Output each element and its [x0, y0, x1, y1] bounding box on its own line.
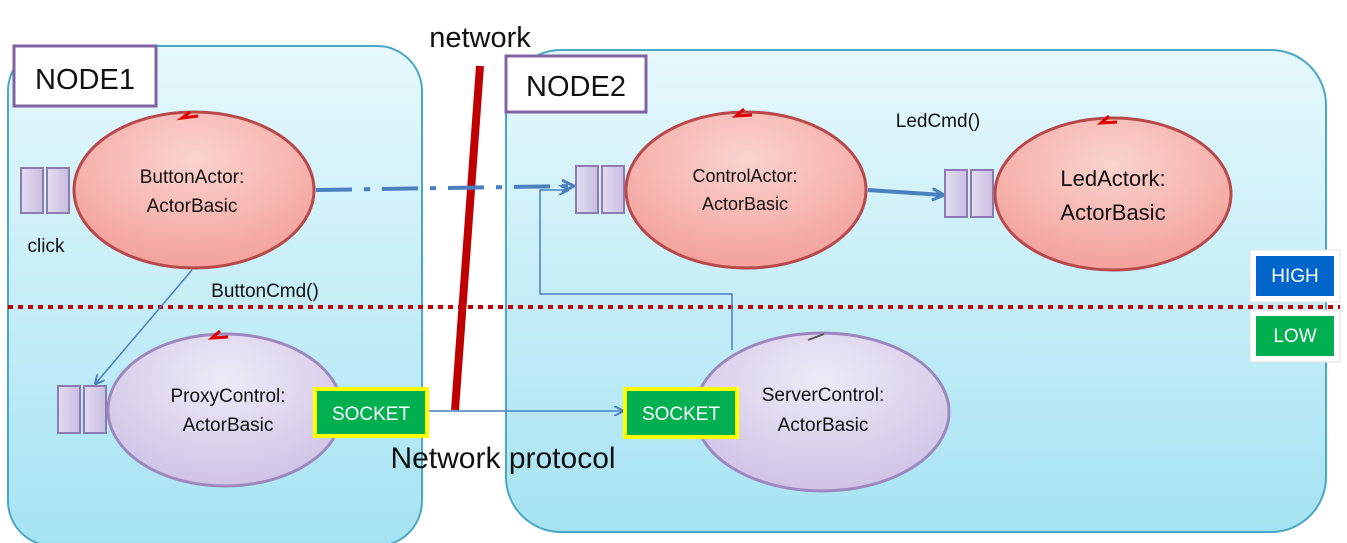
node2-label-box — [504, 54, 648, 114]
button-to-control-remote-arrow — [315, 186, 573, 190]
low-badge — [1256, 316, 1334, 356]
led-actor-label-line1: LedActork: — [1060, 166, 1165, 191]
server-socket-box — [623, 387, 739, 439]
server-control-label-line1: ServerControl: — [762, 385, 885, 406]
led-actor-label-line2: ActorBasic — [1060, 200, 1165, 225]
control-actor-label-line2: ActorBasic — [702, 194, 788, 214]
network-line — [451, 65, 484, 411]
button-actor-label-line2: ActorBasic — [147, 196, 238, 217]
high-badge — [1256, 256, 1334, 296]
network-label: network — [429, 22, 531, 54]
led-cmd-label: LedCmd() — [896, 111, 980, 132]
server-control-label-line2: ActorBasic — [778, 415, 869, 436]
node1-label: NODE1 — [35, 64, 135, 96]
proxy-control-mark-icon — [207, 329, 229, 340]
button-actor-mark-icon — [176, 110, 199, 121]
proxy-socket-label: SOCKET — [332, 404, 411, 425]
control-actor-mark-icon — [731, 107, 753, 118]
button-actor-queue — [20, 167, 70, 214]
proxy-control-ellipse — [106, 332, 344, 488]
control-actor-queue — [575, 165, 625, 214]
network-protocol-label: Network protocol — [390, 442, 615, 475]
button-actor-label-line1: ButtonActor: — [140, 167, 245, 188]
server-to-control-arrow — [539, 190, 733, 350]
server-control-mark-icon — [807, 333, 825, 341]
button-actor-ellipse — [72, 110, 316, 270]
proxy-control-label-line1: ProxyControl: — [170, 386, 285, 407]
node1-label-box — [12, 44, 158, 108]
control-actor-label-line1: ControlActor: — [692, 166, 797, 186]
control-actor-ellipse — [624, 110, 868, 270]
server-socket-label: SOCKET — [642, 404, 721, 425]
proxy-control-queue — [57, 385, 107, 434]
button-cmd-label: ButtonCmd() — [211, 281, 319, 302]
button-to-proxy-arrow — [96, 269, 193, 383]
led-actor-mark-icon — [1096, 114, 1118, 125]
proxy-control-label-line2: ActorBasic — [183, 415, 274, 436]
click-label: click — [28, 236, 65, 257]
led-actor-ellipse — [993, 116, 1233, 272]
node2-label: NODE2 — [526, 71, 626, 103]
high-label: HIGH — [1271, 266, 1319, 287]
control-to-led-arrow — [867, 190, 943, 195]
proxy-socket-box — [313, 387, 429, 438]
low-label: LOW — [1273, 326, 1316, 347]
led-actor-queue — [944, 169, 994, 218]
